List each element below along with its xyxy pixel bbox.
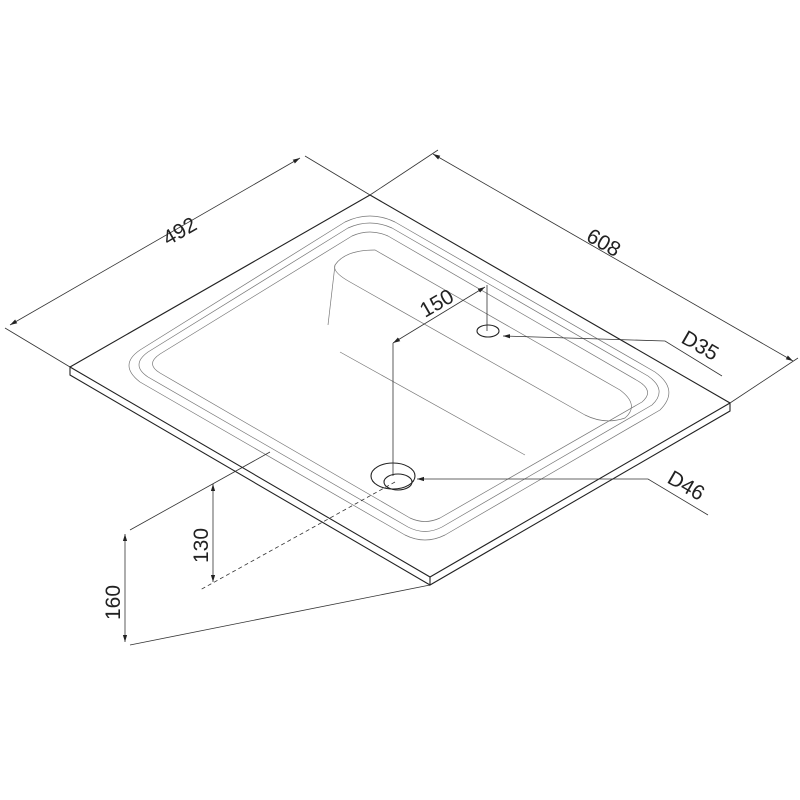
length-dimension: 608 — [369, 149, 799, 404]
tap-offset-label: 150 — [416, 285, 458, 322]
tap-hole-label: D35 — [678, 326, 723, 365]
soap-slot — [327, 249, 632, 456]
total-height-label: 160 — [102, 585, 125, 620]
width-dimension: 492 — [4, 155, 371, 368]
sink-slab — [69, 194, 731, 586]
tap-hole-dimension: D35 — [502, 326, 723, 377]
tap-hole — [476, 324, 500, 338]
basin-rim — [128, 215, 670, 541]
drain-height-label: 130 — [190, 528, 213, 563]
length-label: 608 — [583, 224, 625, 261]
tap-offset-dimension: 150 — [392, 285, 488, 476]
drain-hole-label: D46 — [664, 466, 709, 505]
height-dimensions: 130 160 — [102, 451, 431, 646]
